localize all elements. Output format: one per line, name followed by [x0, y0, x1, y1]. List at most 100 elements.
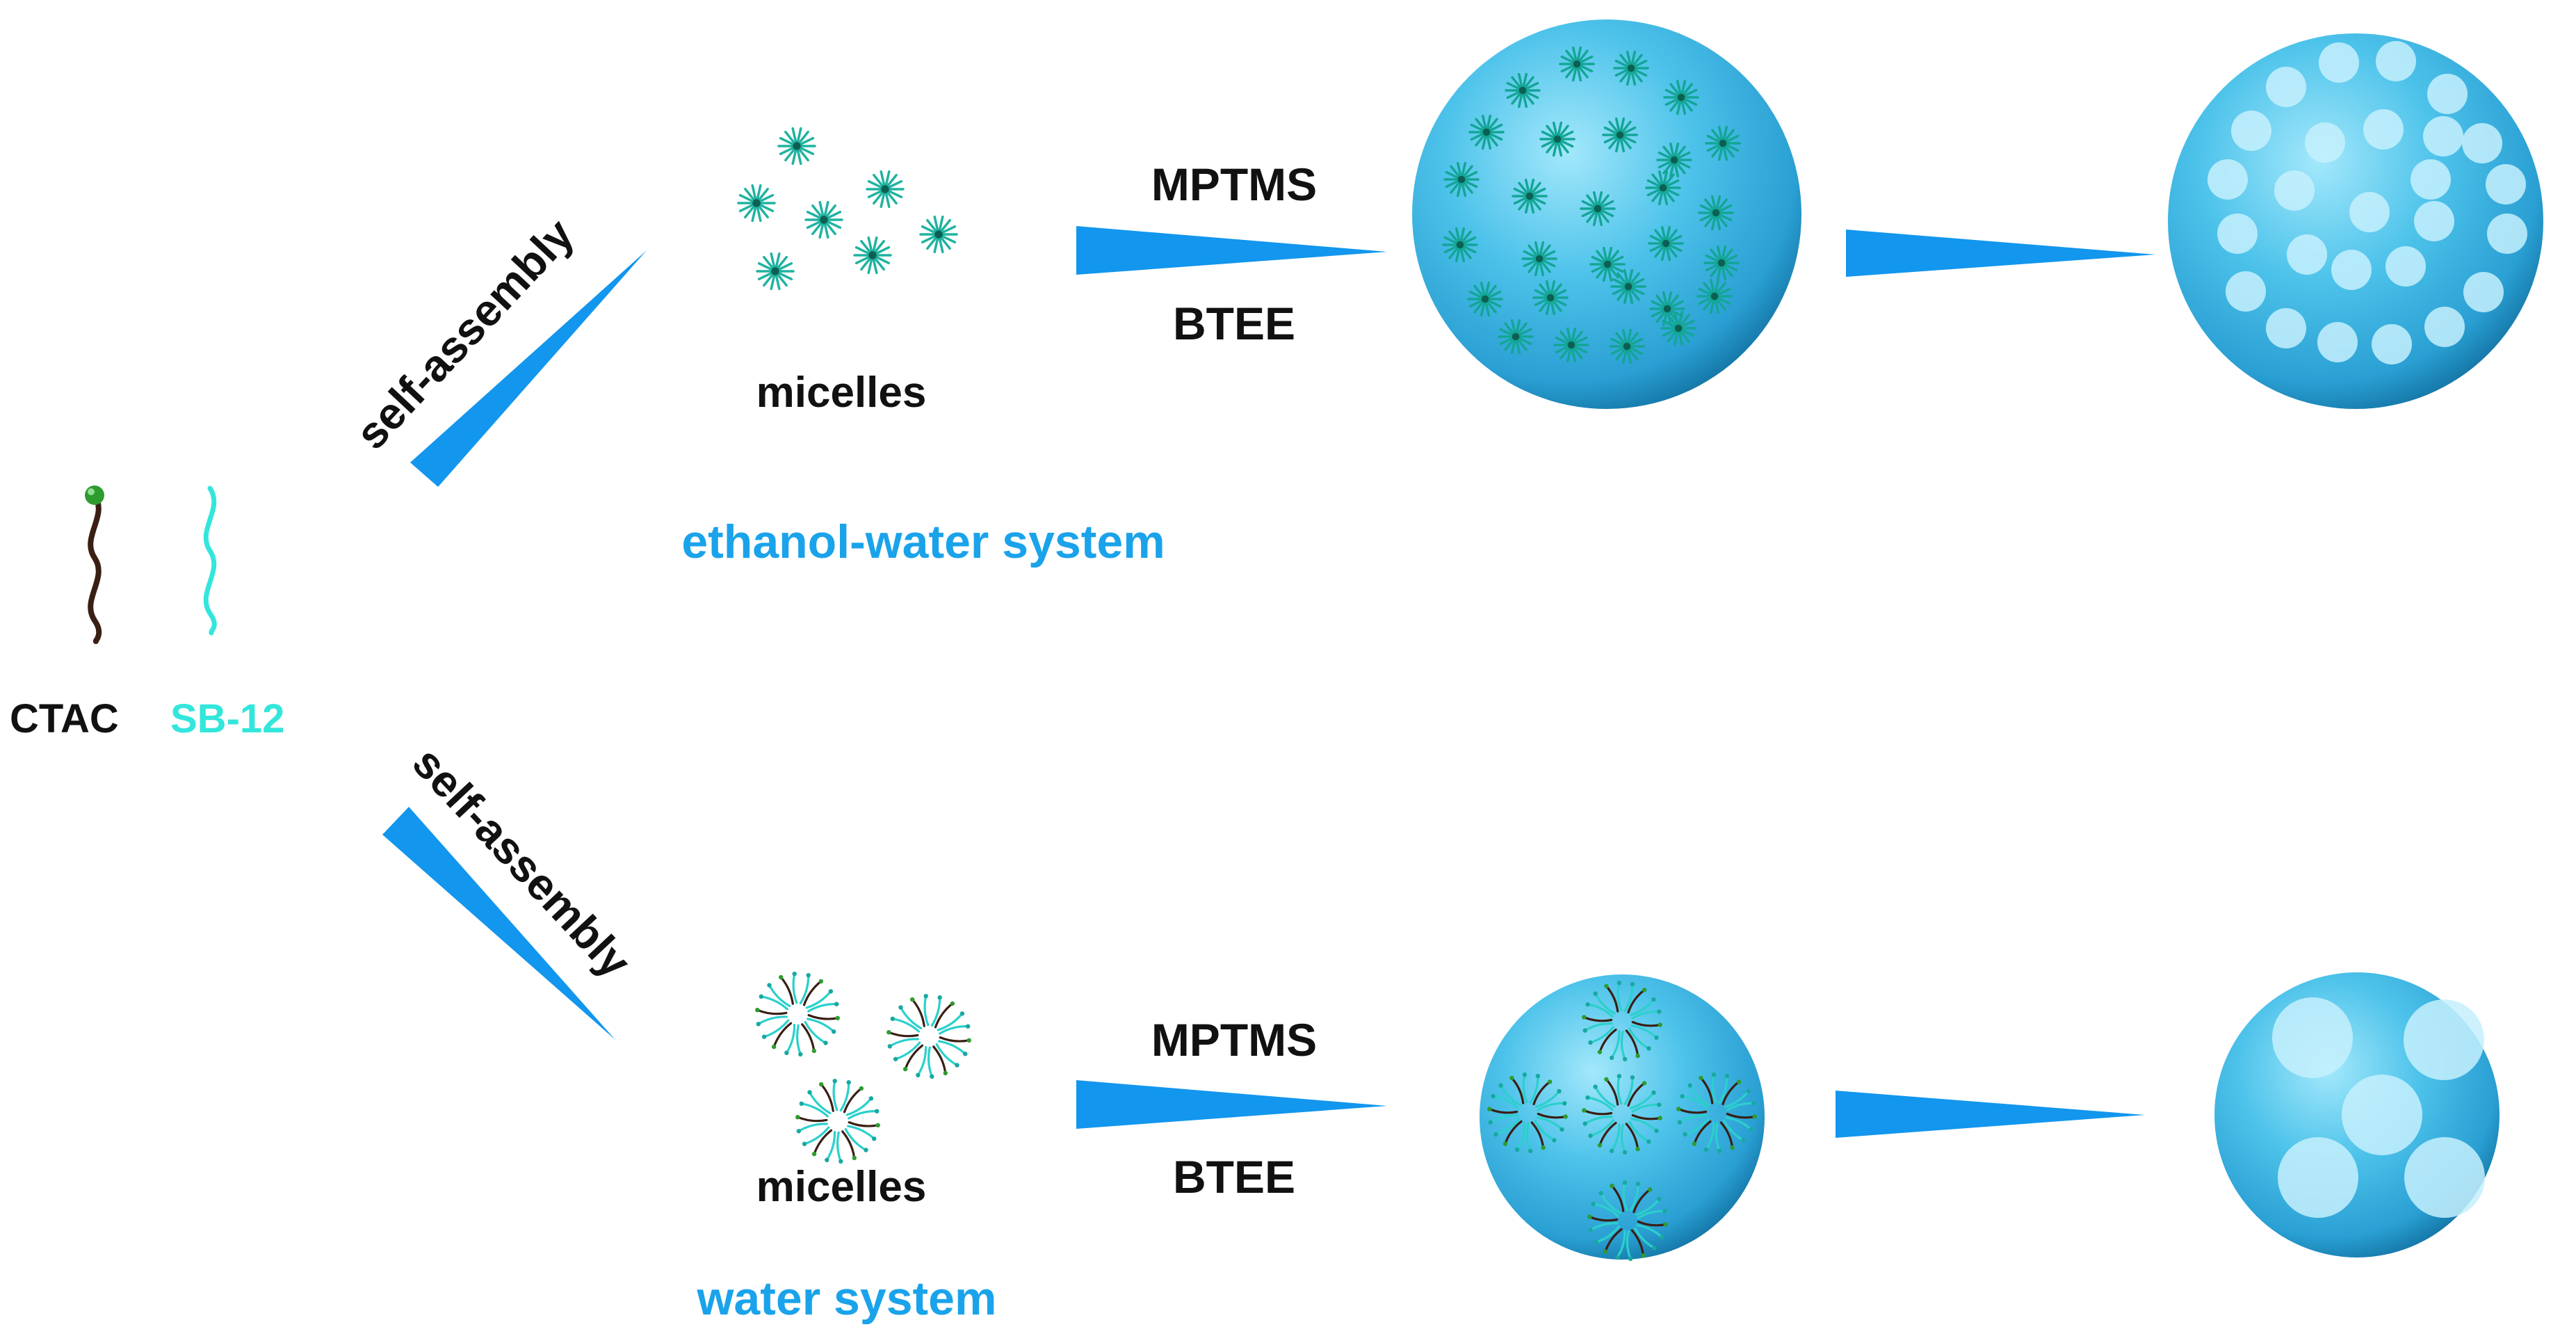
small-micelle-icon [1609, 328, 1645, 364]
pore-icon [2272, 997, 2353, 1078]
self-assembly-arrow-up [410, 250, 647, 487]
silica-sphere-top-with-micelles [1412, 19, 1801, 409]
small-micelle-icon [756, 252, 795, 291]
pore-icon [2372, 324, 2412, 364]
pore-icon [2463, 272, 2504, 312]
pore-icon [2486, 164, 2526, 204]
pore-icon [2305, 122, 2345, 163]
water-system-label: water system [697, 1272, 997, 1325]
embedded-small-micelles [1442, 46, 1741, 364]
pore-icon [2208, 159, 2248, 200]
pore-icon [2423, 116, 2463, 156]
small-micelle-icon [737, 184, 776, 223]
pore-icon [2231, 111, 2271, 151]
pore-icon [2424, 307, 2465, 347]
large-micelles-group [755, 972, 971, 1164]
pore-icon [2266, 67, 2306, 107]
reaction-arrow-top [1076, 226, 1387, 275]
small-micelle-icon [1521, 241, 1557, 277]
pore-icon [2342, 1075, 2422, 1155]
small-micelle-icon [1698, 195, 1734, 231]
pore-icon [2376, 41, 2416, 81]
small-micelle-icon [1705, 125, 1741, 161]
pore-icon [2317, 322, 2358, 362]
pore-icon [2331, 250, 2372, 290]
pore-icon [2411, 159, 2451, 200]
small-micelle-icon [919, 215, 958, 254]
small-micelle-icon [1703, 245, 1740, 281]
small-pores-group [2208, 41, 2527, 364]
mptms-label-bottom: MPTMS [1151, 1014, 1317, 1066]
small-micelle-icon [1559, 46, 1595, 82]
small-micelle-icon [866, 170, 905, 209]
embedded-large-micelles [1487, 981, 1757, 1262]
small-micelle-icon [853, 236, 892, 275]
pore-icon [2414, 201, 2454, 241]
sb12-label: SB-12 [170, 696, 284, 741]
pore-icon [2226, 271, 2266, 312]
pore-icon [2462, 123, 2502, 163]
pore-icon [2319, 42, 2359, 83]
small-micelle-icon [1498, 319, 1534, 355]
removal-arrow-top [1846, 230, 2155, 277]
reaction-arrow-bottom [1076, 1080, 1387, 1129]
pore-icon [2349, 192, 2390, 232]
small-micelle-icon [1602, 117, 1638, 153]
small-micelle-icon [1610, 268, 1646, 305]
small-micelles-group [737, 127, 958, 291]
small-micelle-icon [1580, 191, 1616, 227]
ethanol-water-system-label: ethanol-water system [681, 515, 1165, 568]
small-micelle-icon [1505, 72, 1541, 109]
small-micelle-icon [1663, 79, 1699, 115]
mesoporous-sphere-bottom [2214, 972, 2500, 1257]
removal-arrow-bottom [1836, 1091, 2145, 1138]
large-micelle-icon [755, 972, 840, 1057]
pore-icon [2385, 246, 2426, 287]
mesoporous-sphere-top [2168, 33, 2543, 409]
pore-icon [2266, 308, 2306, 348]
pore-icon [2404, 1137, 2485, 1218]
small-micelle-icon [1660, 310, 1696, 346]
large-micelle-icon [886, 994, 971, 1079]
small-micelle-icon [1443, 161, 1480, 198]
small-micelle-icon [1467, 281, 1503, 317]
small-micelle-icon [1696, 278, 1733, 314]
small-micelle-icon [1645, 170, 1681, 206]
self-assembly-arrow-down [382, 807, 615, 1040]
small-micelle-icon [1589, 246, 1626, 282]
small-micelle-icon [1468, 114, 1505, 150]
silica-sphere-bottom-with-micelles [1480, 974, 1765, 1262]
micelles-label-bottom: micelles [756, 1163, 927, 1211]
pore-icon [2287, 234, 2327, 275]
large-micelle-icon [1587, 1180, 1668, 1262]
small-micelle-icon [804, 200, 843, 239]
silica-sphere-icon [1480, 974, 1765, 1260]
large-micelle-icon [1582, 981, 1662, 1062]
pore-icon [2404, 999, 2484, 1080]
pore-icon [2278, 1137, 2358, 1218]
small-micelle-icon [1656, 142, 1692, 178]
small-micelle-icon [1512, 178, 1548, 214]
pore-icon [2217, 214, 2258, 254]
large-micelle-icon [1582, 1074, 1662, 1155]
mptms-label-top: MPTMS [1151, 159, 1317, 210]
large-micelle-icon [1676, 1072, 1757, 1154]
ctac-label: CTAC [10, 696, 119, 741]
small-micelle-icon [777, 127, 816, 166]
btee-label-bottom: BTEE [1173, 1151, 1295, 1203]
small-micelle-icon [1613, 50, 1649, 86]
small-micelle-icon [1532, 280, 1569, 316]
micelles-label-top: micelles [756, 369, 927, 417]
small-micelle-icon [1553, 327, 1589, 363]
large-pores-group [2272, 997, 2485, 1218]
sb12-molecule-icon [203, 485, 217, 636]
pore-icon [2427, 74, 2468, 114]
pore-icon [2363, 109, 2404, 150]
btee-label-top: BTEE [1173, 298, 1295, 349]
pore-icon [2274, 170, 2315, 211]
ctac-molecule-icon [85, 485, 104, 644]
small-micelle-icon [1442, 227, 1478, 263]
small-micelle-icon [1648, 225, 1684, 262]
large-micelle-icon [1487, 1072, 1568, 1154]
